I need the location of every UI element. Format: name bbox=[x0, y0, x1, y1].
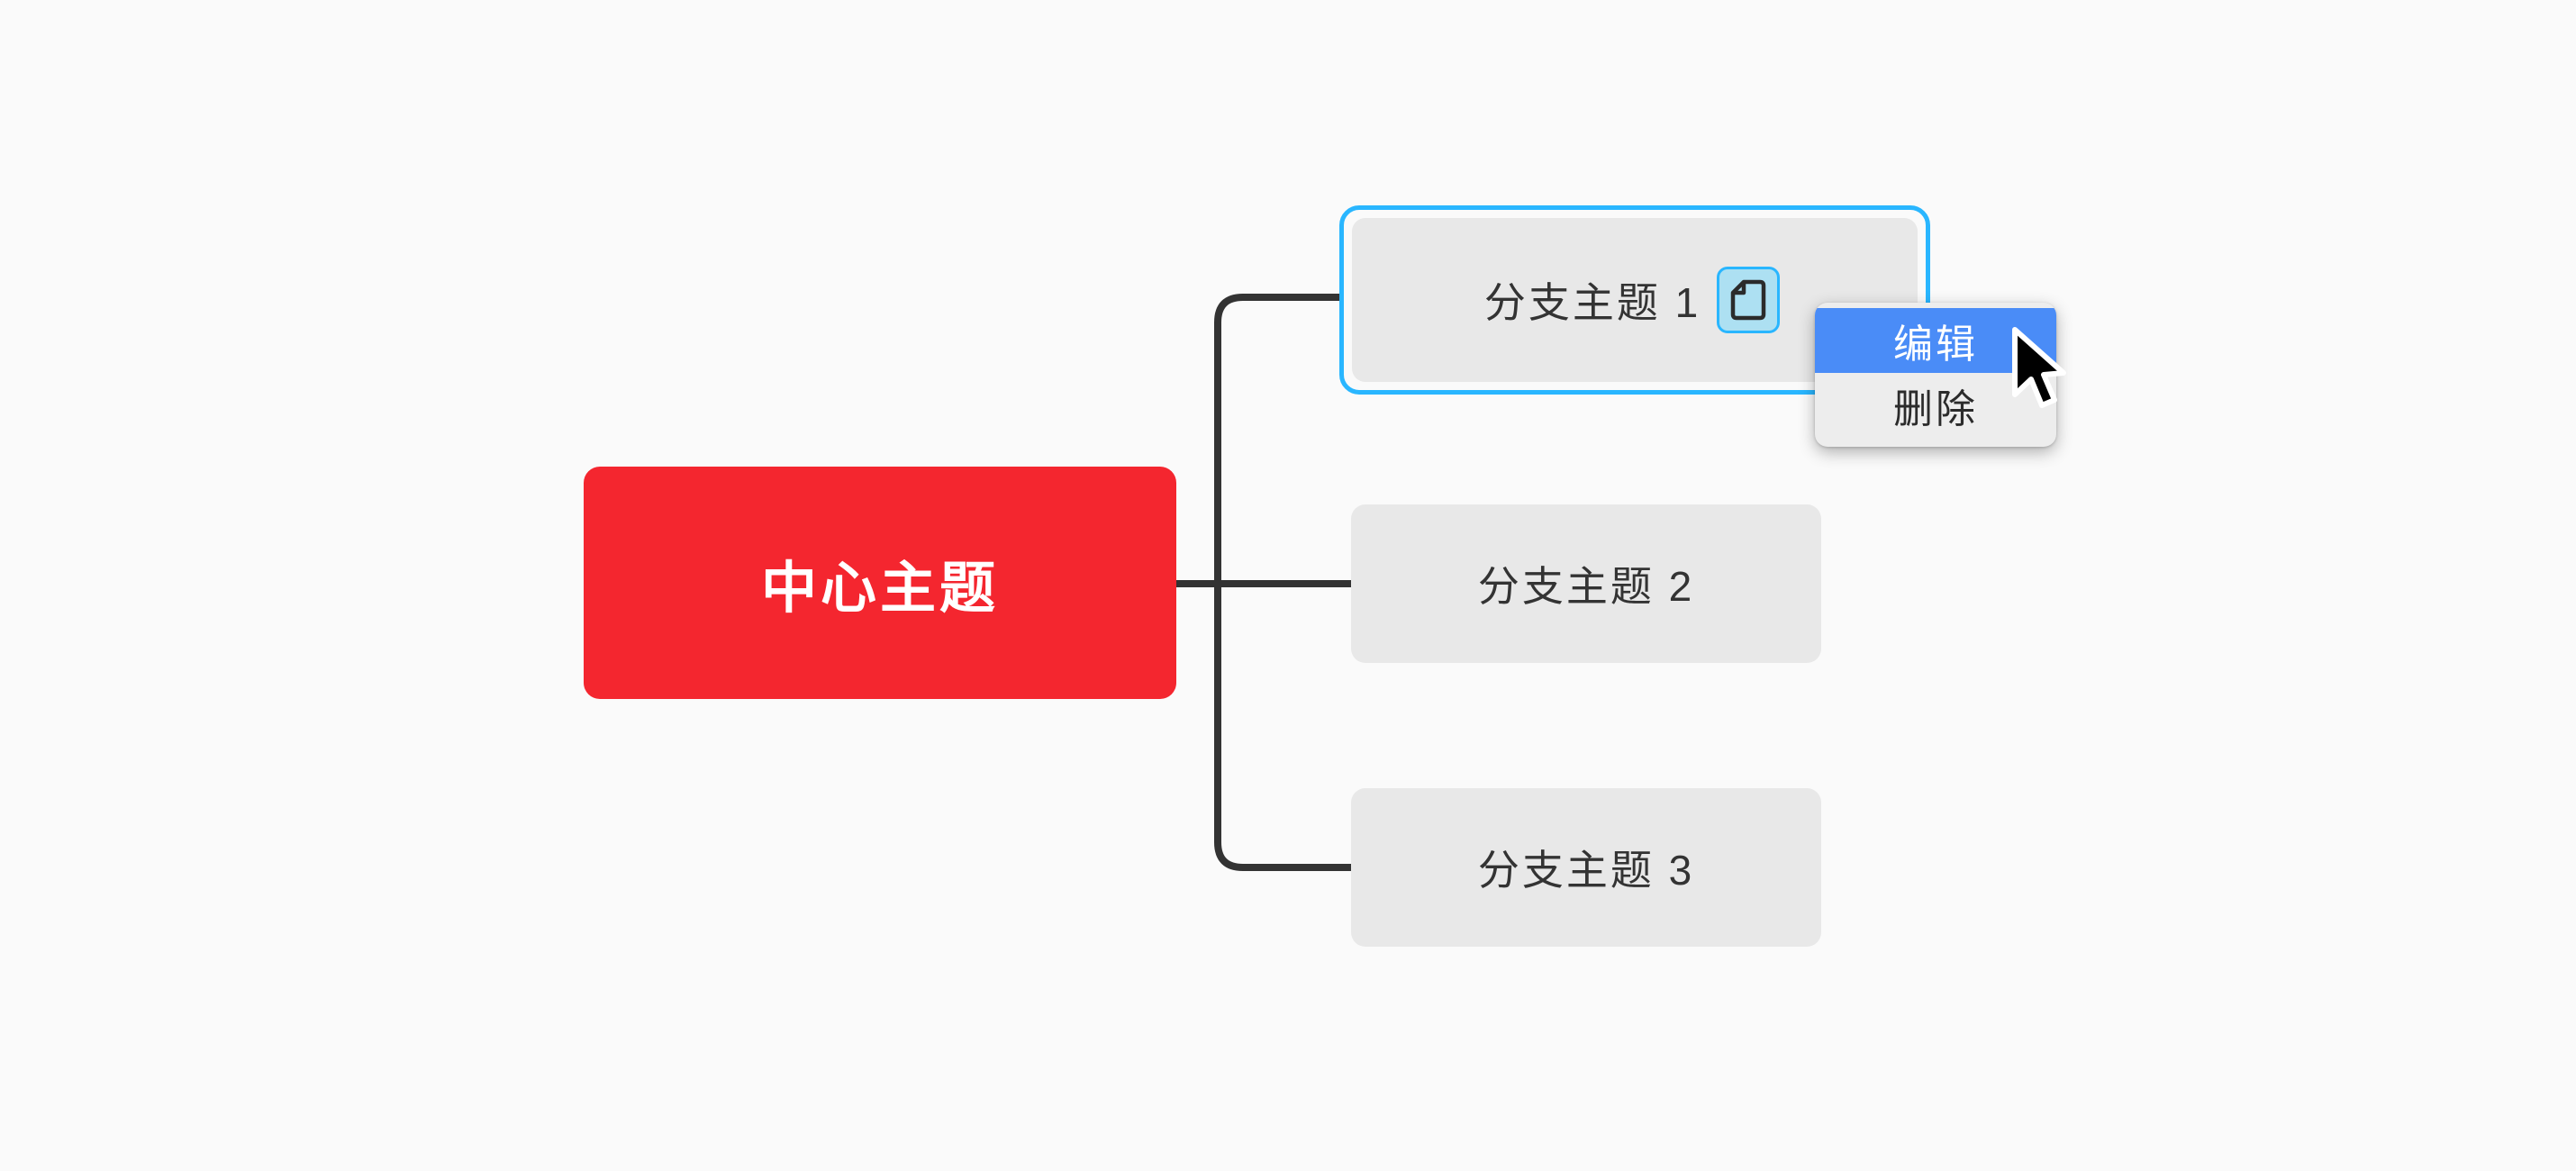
context-menu-item-delete[interactable]: 删除 bbox=[1815, 373, 2056, 438]
context-menu-item-delete-label: 删除 bbox=[1893, 387, 1978, 431]
root-node-label: 中心主题 bbox=[760, 558, 999, 620]
context-menu-item-edit-label: 编辑 bbox=[1893, 322, 1978, 367]
context-menu-item-edit[interactable]: 编辑 bbox=[1815, 308, 2056, 373]
mindmap-node-branch-1[interactable]: 分支主题 1 bbox=[1352, 218, 1918, 382]
mindmap-node-branch-3[interactable]: 分支主题 3 bbox=[1351, 788, 1821, 947]
branch-1-node-label: 分支主题 1 bbox=[1483, 279, 1701, 326]
branch-2-node-label: 分支主题 2 bbox=[1477, 563, 1695, 610]
mindmap-node-branch-1-selection-ring[interactable]: 分支主题 1 bbox=[1339, 205, 1930, 395]
mindmap-root-node[interactable]: 中心主题 bbox=[584, 467, 1176, 699]
document-icon[interactable] bbox=[1717, 267, 1781, 333]
context-menu[interactable]: 编辑 删除 bbox=[1815, 303, 2056, 447]
branch-3-node-label: 分支主题 3 bbox=[1477, 847, 1695, 894]
mindmap-node-branch-2[interactable]: 分支主题 2 bbox=[1351, 504, 1821, 663]
